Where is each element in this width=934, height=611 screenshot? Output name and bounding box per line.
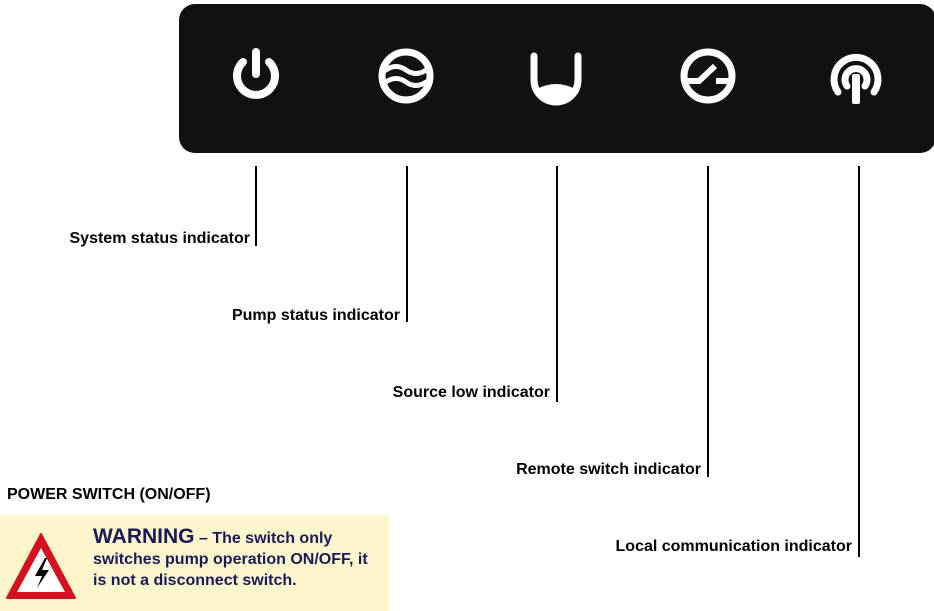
waves-icon xyxy=(376,44,436,108)
leader-line-remote xyxy=(707,166,709,477)
remote-switch-icon xyxy=(678,44,738,108)
label-source-low: Source low indicator xyxy=(392,384,550,401)
leader-line-pump xyxy=(406,166,408,322)
label-pump-status: Pump status indicator xyxy=(231,307,400,324)
signal-icon xyxy=(826,44,886,108)
warning-body: – The switch only switches pump operatio… xyxy=(93,530,368,589)
warning-heading: WARNING xyxy=(93,525,195,548)
label-local-communication: Local communication indicator xyxy=(615,538,852,555)
power-icon xyxy=(226,44,286,108)
tank-low-icon xyxy=(526,44,586,108)
label-system-status: System status indicator xyxy=(69,230,251,247)
indicator-panel xyxy=(179,4,934,153)
power-switch-title: POWER SWITCH (ON/OFF) xyxy=(7,486,211,503)
warning-text: WARNING – The switch only switches pump … xyxy=(93,526,383,591)
leader-line-local-comm xyxy=(858,166,860,557)
label-remote-switch: Remote switch indicator xyxy=(516,461,701,478)
leader-line-system xyxy=(255,166,257,246)
electrical-hazard-icon xyxy=(5,530,77,602)
leader-line-source-low xyxy=(556,166,558,402)
